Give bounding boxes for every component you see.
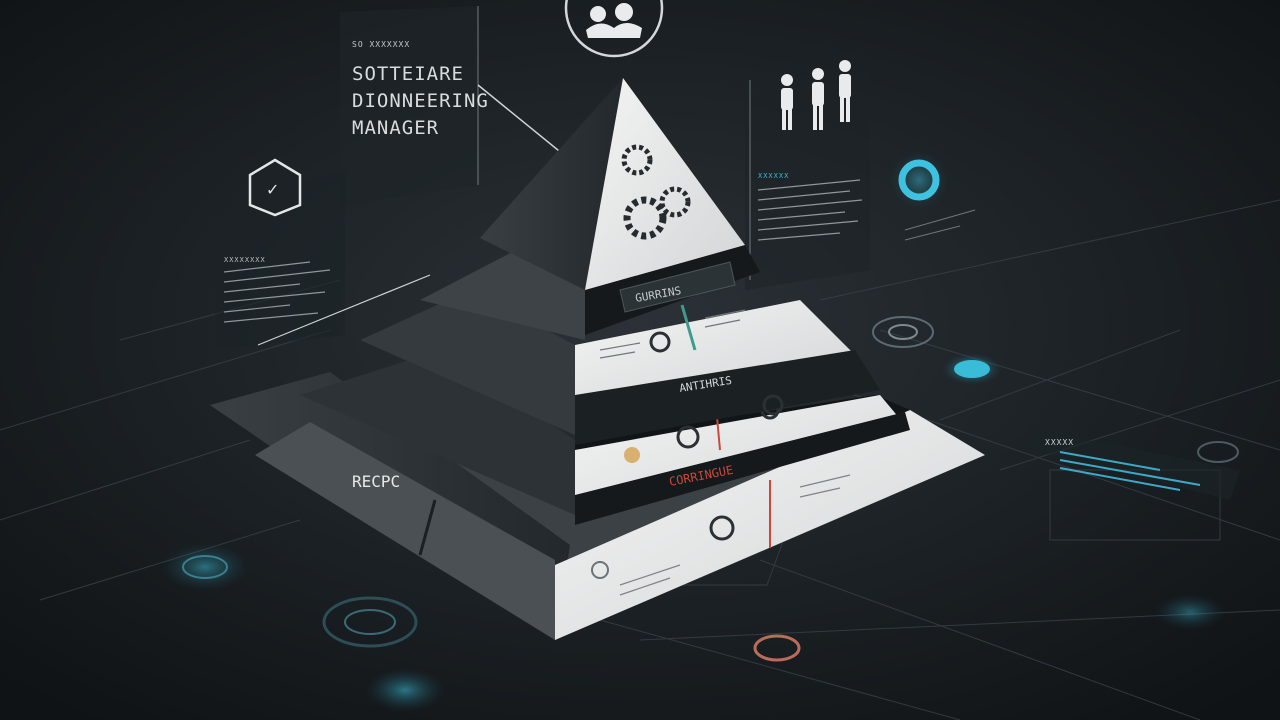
tier2-right-face [575, 300, 855, 400]
badge-icon [248, 158, 302, 217]
floor-nodes [161, 316, 1239, 712]
title-line-2: DIONNEERING [352, 90, 489, 112]
apex-left-face [480, 78, 623, 290]
svg-text:XXXXX: XXXXX [1045, 438, 1074, 447]
base-right-details [591, 474, 851, 596]
team-circle-icon [564, 0, 664, 58]
title-small-caption: SO XXXXXXX [352, 40, 410, 49]
left-panel-caption: XXXXXXXX [224, 256, 266, 264]
right-info-panel: XXXXXX [745, 60, 870, 290]
title-line-1: SOTTEIARE [352, 63, 464, 85]
tier2-gear-icons [649, 331, 784, 416]
title-line-3: MANAGER [352, 117, 439, 139]
tier3-left-face [300, 350, 575, 515]
apex-right-face [585, 78, 745, 290]
right-small-lines [904, 209, 976, 241]
left-info-panel: ✓ XXXXXXXX [215, 158, 431, 350]
tier2-left-face [360, 290, 575, 435]
tier3-avatar [624, 447, 640, 463]
right-panel-caption: XXXXXX [758, 172, 789, 180]
title-panel: SO XXXXXXX SOTTEIARE DIONNEERING MANAGER [340, 6, 581, 205]
base-label: RECPC [352, 472, 400, 491]
floor-mini-chart: XXXXX [1030, 430, 1240, 500]
cyan-ring-icon [889, 150, 949, 210]
badge-glyph: ✓ [266, 180, 279, 199]
pyramid: RECPC CORRINGUE ANTIHRIS [210, 78, 985, 640]
apex-gear-icons [621, 144, 691, 240]
people-icon [781, 60, 851, 130]
tier1-left-face [420, 248, 585, 340]
